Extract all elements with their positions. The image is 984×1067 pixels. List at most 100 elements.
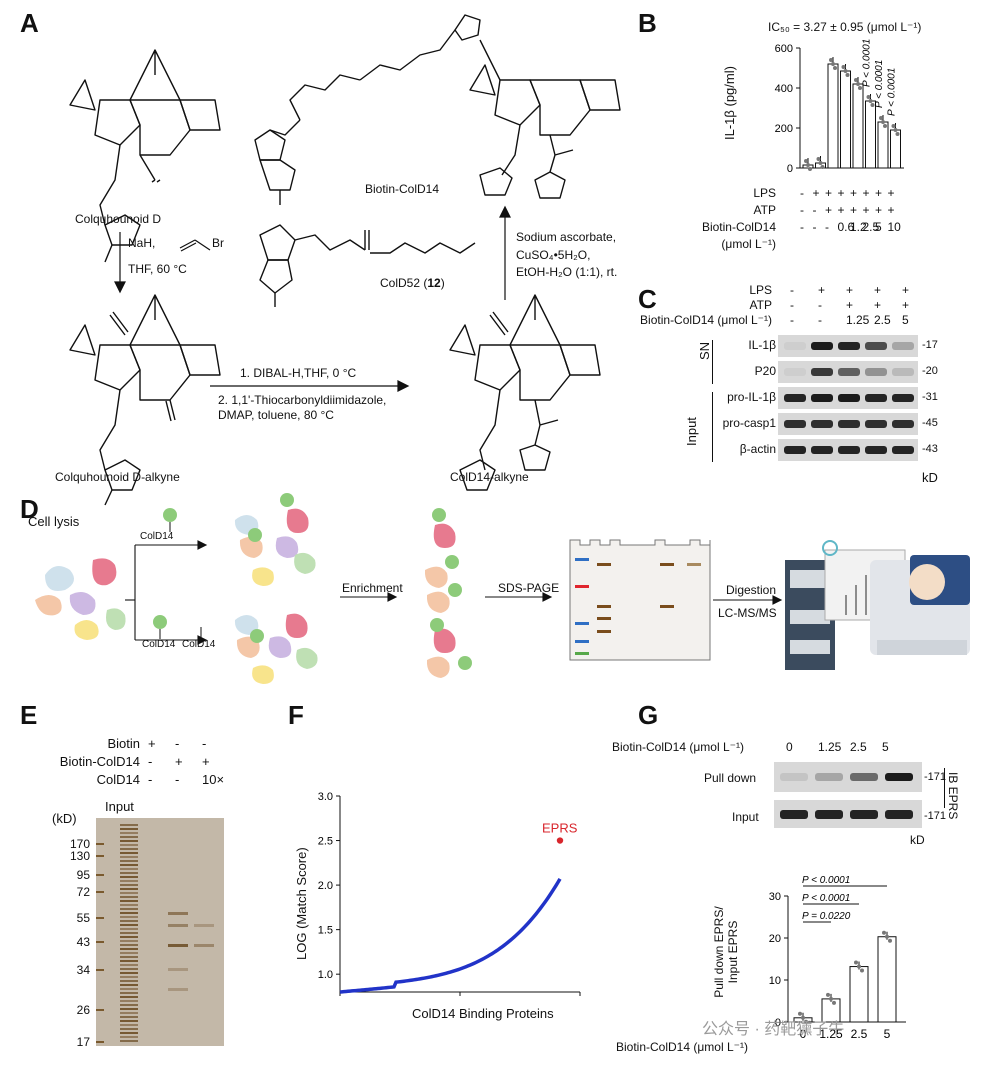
structure-cold52 [259, 224, 476, 307]
b-data-point [893, 128, 898, 132]
e-row-cell: - [202, 736, 207, 751]
g-data-point [829, 996, 833, 1001]
b-row-label: ATP [753, 203, 776, 217]
e-row-cell: 10× [202, 772, 225, 787]
b-data-point [868, 99, 873, 103]
panel-letter-e: E [20, 700, 38, 730]
c-row-cell: - [790, 283, 794, 297]
reagent-dibal: 1. DIBAL-H,THF, 0 °C [240, 366, 357, 380]
label-digestion: Digestion [726, 583, 777, 597]
b-row-cell: 2.5 [862, 220, 880, 234]
e-input-band [120, 852, 138, 854]
b-data-point [804, 159, 808, 163]
label-colquhounoid-d: Colquhounoid D [75, 212, 162, 226]
b-row-label: (μmol L⁻¹) [721, 237, 776, 251]
label-enrichment: Enrichment [342, 581, 403, 595]
c-row-cell: + [818, 283, 826, 297]
blot-c-kd-label: kD [922, 470, 938, 485]
g-y-tick-label: 30 [769, 891, 781, 903]
b-bar [852, 83, 864, 169]
b-row-cell: 5 [875, 220, 882, 234]
il1b-y-axis-label: IL-1β (pg/ml) [722, 66, 737, 140]
label-probe-cold14-b: ColD14 [142, 639, 176, 650]
c-band [838, 446, 860, 454]
g-pulldown-band [885, 773, 913, 781]
e-input-band [120, 848, 138, 850]
c-band [838, 420, 860, 428]
e-input-band [120, 836, 138, 838]
c-row-title: LPS [749, 283, 772, 297]
b-data-point [833, 66, 837, 70]
e-marker-label: 17 [76, 1035, 90, 1049]
label-lcms: LC-MS/MS [718, 606, 777, 620]
e-marker-label: 43 [76, 935, 90, 949]
b-data-point [829, 58, 833, 62]
e-probe-band [168, 912, 188, 915]
b-row-label: Biotin-ColD14 [701, 220, 776, 234]
f-eprs-point [556, 837, 564, 844]
b-data-point [866, 95, 871, 99]
b-data-point [845, 73, 850, 77]
b-row-cell: + [825, 203, 833, 217]
g-x-tick-label: 0 [800, 1027, 807, 1041]
e-input-band [120, 888, 138, 890]
e-input-band [120, 884, 138, 886]
b-row-cell: - [812, 220, 817, 234]
c-band [784, 394, 806, 402]
e-probe-band [168, 988, 188, 991]
b-data-point [816, 157, 821, 161]
f-y-tick-label: 1.0 [318, 969, 333, 981]
e-marker-label: 72 [76, 885, 90, 899]
b-data-point [879, 116, 883, 120]
cell-lysate-proteins [35, 558, 126, 640]
silver-stain-gel [96, 818, 224, 1046]
e-input-band [120, 1012, 138, 1014]
b-data-point [831, 62, 835, 66]
e-input-band [120, 868, 138, 870]
c-row-cell: - [790, 313, 794, 327]
e-input-band [120, 892, 138, 894]
e-probe-band [168, 968, 188, 971]
g-data-point [801, 1015, 805, 1020]
c-row-cell: - [818, 298, 822, 312]
c-band [865, 342, 887, 350]
b-bar [827, 63, 839, 169]
g-data-point [882, 930, 886, 935]
c-band [838, 342, 860, 350]
panel-letter-a: A [20, 8, 39, 38]
ib-bracket [944, 768, 945, 808]
e-input-band [120, 860, 138, 862]
panel-letter-c: C [638, 284, 657, 314]
e-input-band [120, 828, 138, 830]
panel-letter-f: F [288, 700, 304, 730]
c-band [784, 342, 806, 350]
b-data-point [843, 69, 848, 73]
b-row-cell: + [875, 186, 883, 200]
b-y-tick-label: 0 [787, 163, 793, 175]
g-p-value: P = 0.0220 [802, 911, 851, 922]
g-p-value: P < 0.0001 [802, 893, 850, 904]
e-input-band [120, 908, 138, 910]
c-band [865, 394, 887, 402]
e-marker-label: 34 [76, 963, 90, 977]
e-row-label: Biotin-ColD14 [59, 754, 140, 769]
e-input-band [120, 1016, 138, 1018]
e-marker-label: 26 [76, 1003, 90, 1017]
e-input-band [120, 1032, 138, 1034]
e-row-cell: - [175, 772, 180, 787]
c-mw-label: -43 [922, 443, 938, 455]
b-row-cell: + [862, 203, 870, 217]
e-input-band [120, 876, 138, 878]
enriched-proteins [424, 508, 472, 678]
pulldown-dose-title: Biotin-ColD14 (μmol L⁻¹) [612, 740, 744, 754]
g-data-point [798, 1011, 802, 1016]
g-input-band [780, 810, 808, 819]
g-x-tick-label: 5 [884, 1027, 891, 1041]
e-input-band [120, 1008, 138, 1010]
g-pulldown-band [815, 773, 843, 781]
